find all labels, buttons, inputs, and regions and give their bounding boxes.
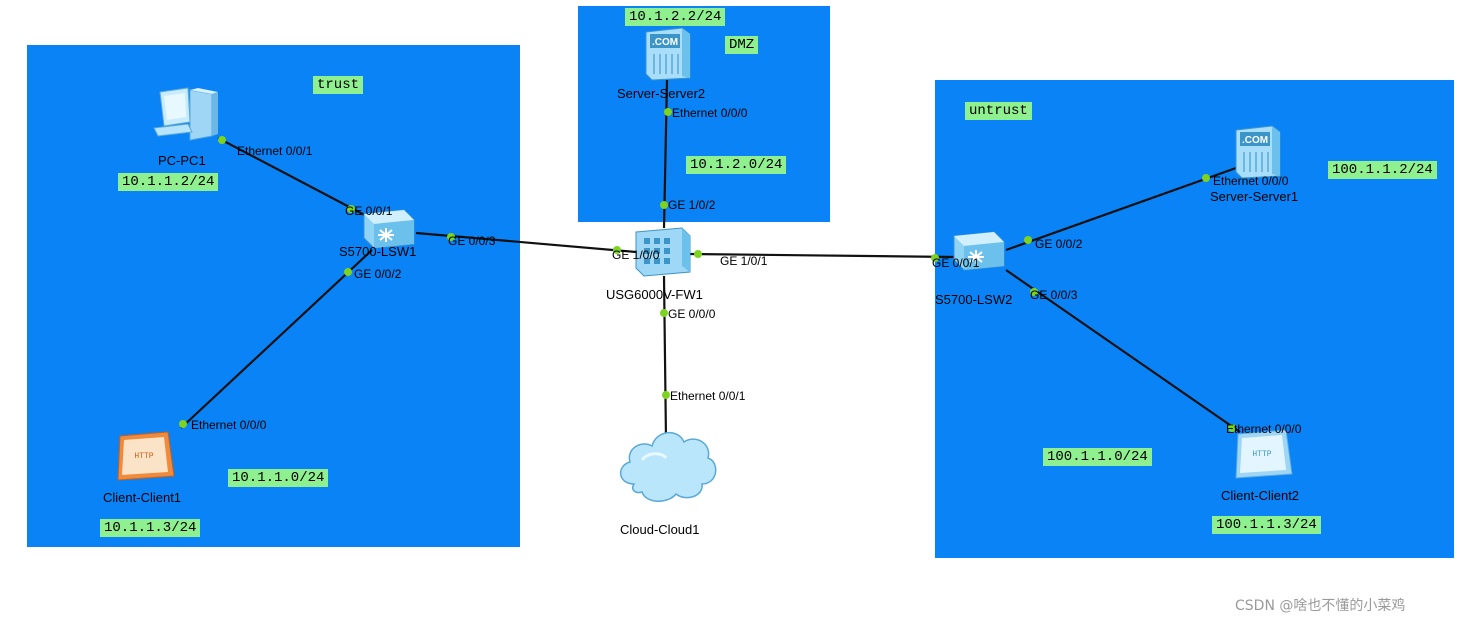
port-label: Ethernet 0/0/0	[191, 418, 267, 432]
subnet-label-untrust: 100.1.1.0/24	[1043, 448, 1152, 466]
port-dot	[664, 108, 672, 116]
port-label: GE 0/0/2	[354, 267, 402, 281]
ip-label-pc1: 10.1.1.2/24	[118, 173, 219, 191]
port-dot	[613, 246, 621, 254]
server-icon[interactable]: .COM	[642, 26, 694, 82]
port-dot	[694, 250, 702, 258]
ip-label-server2: 10.1.2.2/24	[625, 8, 726, 26]
device-name-fw1: USG6000V-FW1	[606, 287, 703, 302]
link-client1-lsw1	[180, 249, 373, 429]
port-label: Ethernet 0/0/0	[672, 106, 748, 120]
port-label: Ethernet 0/0/0	[1226, 422, 1302, 436]
server-icon[interactable]: .COM	[1232, 124, 1284, 180]
port-dot	[1202, 174, 1210, 182]
ip-label-client2: 100.1.1.3/24	[1212, 516, 1321, 534]
device-name-client2: Client-Client2	[1221, 488, 1300, 503]
port-label: GE 1/0/0	[612, 248, 660, 262]
trust-zone	[27, 45, 520, 547]
zone-label-trust: trust	[313, 76, 364, 94]
device-name-server1: Server-Server1	[1210, 189, 1299, 204]
dmz-zone	[578, 6, 830, 222]
subnet-label-dmz: 10.1.2.0/24	[686, 156, 787, 174]
port-label: GE 1/0/2	[668, 198, 716, 212]
port-label: GE 0/0/3	[448, 234, 496, 248]
http-client-icon[interactable]: HTTP	[114, 430, 178, 482]
ip-label-client1: 10.1.1.3/24	[100, 519, 201, 537]
cloud-icon[interactable]	[612, 424, 722, 506]
port-dot	[1228, 424, 1236, 432]
port-label: Ethernet 0/0/0	[1213, 174, 1289, 188]
port-dot	[447, 233, 455, 241]
pc-icon[interactable]	[152, 86, 222, 142]
device-name-lsw2: S5700-LSW2	[935, 292, 1013, 307]
link-fw1-lsw2	[689, 252, 956, 259]
port-dot	[660, 309, 668, 317]
port-label: GE 0/0/0	[668, 307, 716, 321]
port-dot	[662, 391, 670, 399]
port-dot	[931, 254, 939, 262]
port-dot	[660, 201, 668, 209]
http-label: HTTP	[134, 452, 153, 461]
com-label: .COM	[1242, 135, 1268, 146]
switch-icon[interactable]	[358, 206, 418, 252]
device-name-pc1: PC-PC1	[158, 153, 206, 168]
http-label: HTTP	[1252, 450, 1271, 459]
http-client-icon[interactable]: HTTP	[1232, 428, 1296, 480]
port-label: Ethernet 0/0/1	[670, 389, 746, 403]
watermark: CSDN @啥也不懂的小菜鸡	[1235, 598, 1406, 614]
port-dot	[179, 420, 187, 428]
device-name-cloud1: Cloud-Cloud1	[620, 522, 700, 537]
port-label: GE 1/0/1	[720, 254, 768, 268]
port-label: GE 0/0/3	[1030, 288, 1078, 302]
switch-icon[interactable]	[948, 228, 1008, 274]
device-name-server2: Server-Server2	[617, 86, 706, 101]
subnet-label-trust: 10.1.1.0/24	[228, 469, 329, 487]
com-label: .COM	[652, 37, 678, 48]
port-label: GE 0/0/1	[345, 204, 393, 218]
zone-label-dmz: DMZ	[725, 36, 759, 54]
port-label: Ethernet 0/0/1	[237, 144, 313, 158]
untrust-zone	[935, 80, 1454, 558]
port-dot	[347, 205, 355, 213]
device-name-lsw1: S5700-LSW1	[339, 244, 417, 259]
link-fw1-cloud1	[662, 275, 668, 441]
link-lsw2-server1	[1005, 166, 1237, 252]
port-dot	[1030, 288, 1038, 296]
port-label: GE 0/0/2	[1035, 237, 1083, 251]
port-dot	[344, 268, 352, 276]
port-dot	[1024, 236, 1032, 244]
firewall-icon[interactable]	[630, 226, 694, 278]
port-dot	[218, 136, 226, 144]
link-lsw2-client2	[1005, 269, 1241, 433]
port-label: GE 0/0/1	[932, 256, 980, 270]
device-name-client1: Client-Client1	[103, 490, 182, 505]
ip-label-server1: 100.1.1.2/24	[1328, 161, 1437, 179]
zone-label-untrust: untrust	[965, 102, 1032, 120]
